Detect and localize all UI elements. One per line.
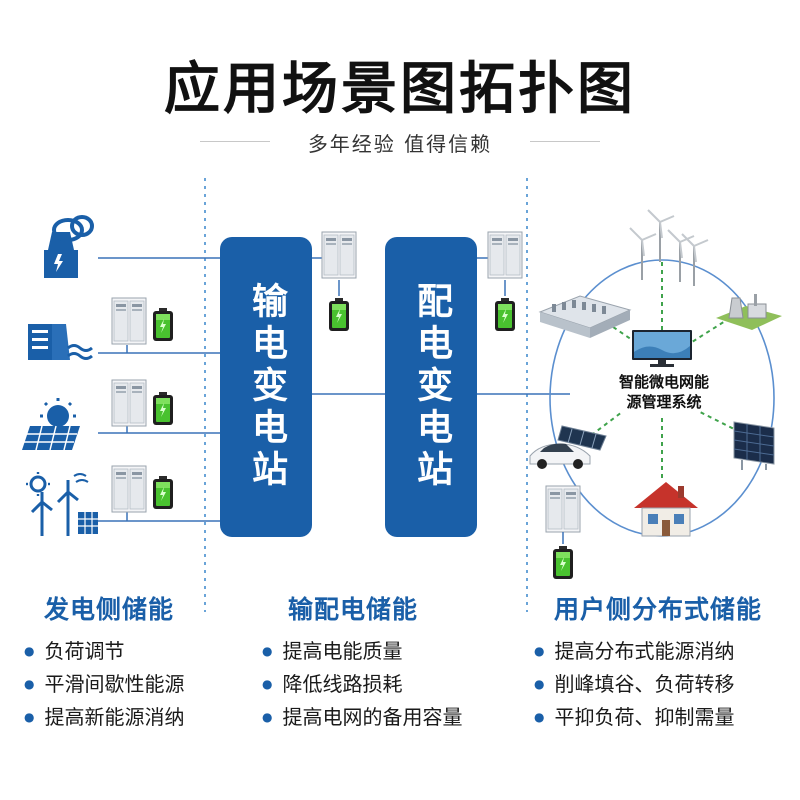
list-item: 削峰填谷、负荷转移 — [534, 669, 762, 702]
battery-icon — [153, 308, 173, 341]
list-item: 负荷调节 — [24, 636, 184, 669]
section-user-side: 用户侧分布式储能 提高分布式能源消纳 削峰填谷、负荷转移 平抑负荷、抑制需量 — [534, 590, 762, 735]
section-title: 用户侧分布式储能 — [554, 595, 763, 624]
storage-cabinet-icon — [111, 297, 147, 345]
section-title: 发电侧储能 — [44, 595, 175, 624]
distribution-substation-label: 配电变电站 — [411, 282, 452, 492]
section-transmission: 输配电储能 提高电能质量 降低线路损耗 提高电网的备用容量 — [262, 590, 462, 735]
battery-icon — [329, 298, 349, 331]
power-plant-icon — [716, 294, 782, 330]
ems-label-line1: 智能微电网能 — [618, 373, 709, 391]
storage-cabinet-icon — [321, 231, 357, 279]
list-item: 提高电能质量 — [262, 636, 462, 669]
page-title: 应用场景图拓扑图 — [164, 57, 636, 122]
list-item: 提高分布式能源消纳 — [534, 636, 762, 669]
list-item: 降低线路损耗 — [262, 669, 462, 702]
factory-icon — [44, 215, 94, 278]
subtitle-rule-right — [530, 141, 600, 142]
battery-icon — [153, 392, 173, 425]
subtitle-rule-left — [200, 141, 270, 142]
section-generation: 发电侧储能 负荷调节 平滑间歇性能源 提高新能源消纳 — [24, 590, 184, 735]
house-icon — [634, 482, 698, 537]
solar-icon — [22, 398, 80, 451]
battery-icon — [153, 476, 173, 509]
battery-icon — [495, 298, 515, 331]
section-title: 输配电储能 — [288, 595, 419, 624]
list-item: 平滑间歇性能源 — [24, 669, 184, 702]
battery-icon — [553, 546, 573, 579]
subtitle-block: 多年经验 值得信赖 — [200, 124, 600, 158]
station-lines — [312, 257, 570, 395]
solar-panel-icon — [733, 421, 775, 470]
ems-label: 智能微电网能 源管理系统 — [594, 372, 734, 412]
distribution-substation: 配电变电站 — [385, 237, 477, 537]
ems-links — [584, 262, 741, 482]
list-item: 提高电网的备用容量 — [262, 702, 462, 735]
wind-solar-icon — [26, 472, 98, 536]
storage-cabinet-icon — [111, 379, 147, 427]
storage-cabinet-icon — [487, 231, 523, 279]
subtitle: 多年经验 值得信赖 — [307, 132, 493, 156]
storage-cabinet-icon — [111, 465, 147, 513]
data-center-icon — [538, 295, 632, 338]
electric-car-icon — [529, 425, 607, 469]
list-item: 平抑负荷、抑制需量 — [534, 702, 762, 735]
monitor-icon — [632, 330, 692, 367]
transmission-substation: 输电变电站 — [220, 237, 312, 537]
list-item: 提高新能源消纳 — [24, 702, 184, 735]
hydro-icon — [28, 324, 93, 360]
transmission-substation-label: 输电变电站 — [246, 282, 287, 492]
ems-label-line2: 源管理系统 — [626, 393, 702, 411]
wind-turbine-icon — [629, 209, 709, 287]
storage-cabinet-icon — [545, 485, 581, 533]
